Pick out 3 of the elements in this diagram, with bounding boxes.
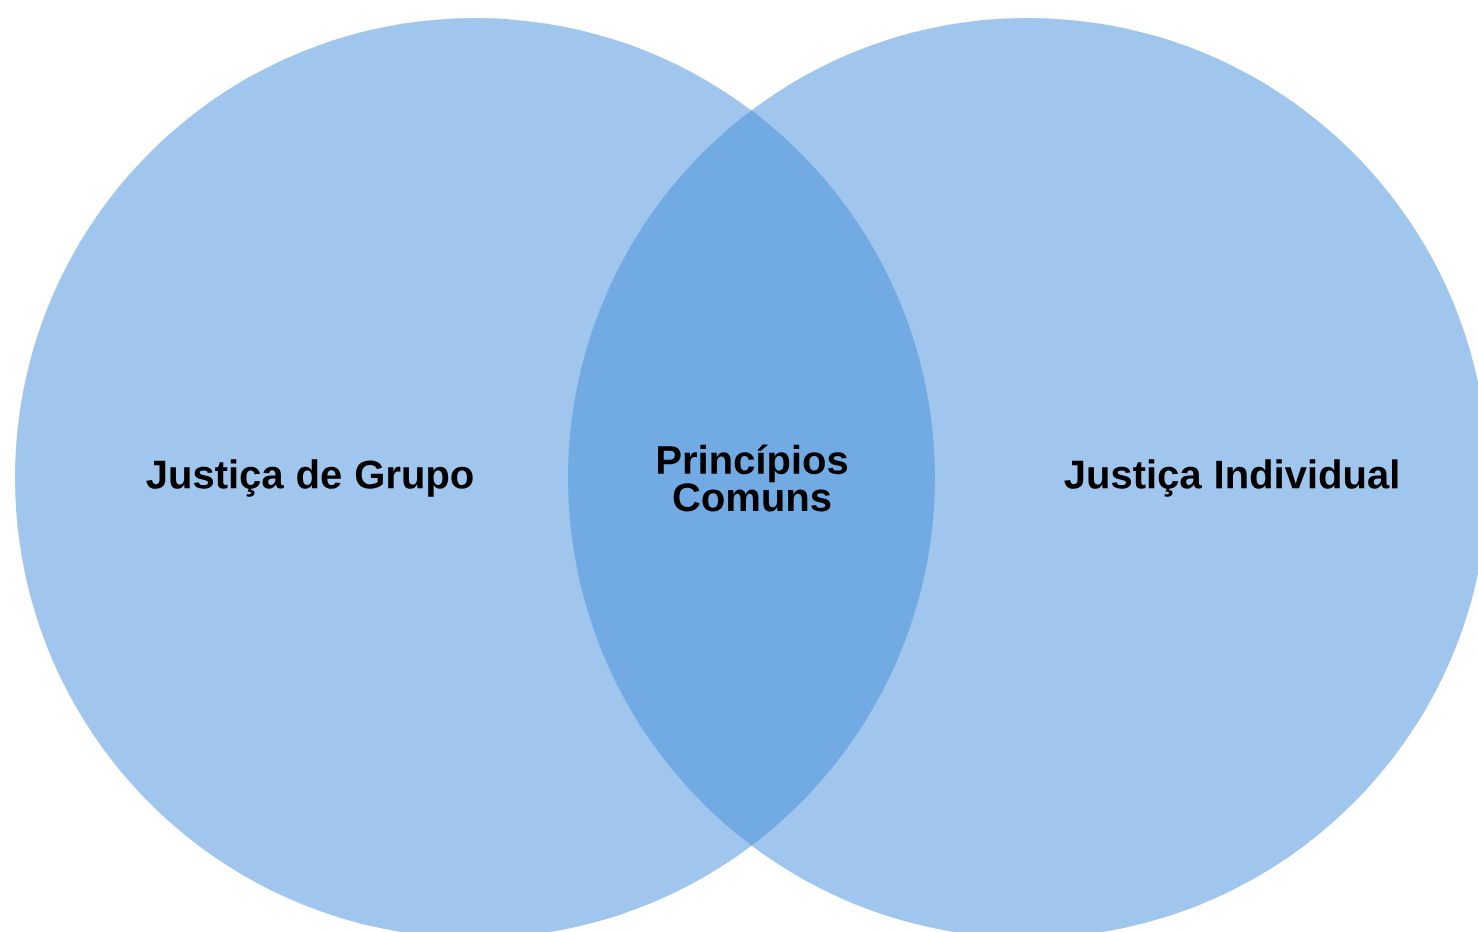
label: Justiça Individual [1064, 459, 1398, 497]
label: Princípios Comuns [658, 444, 848, 512]
label: Justiça de Grupo [146, 459, 473, 497]
